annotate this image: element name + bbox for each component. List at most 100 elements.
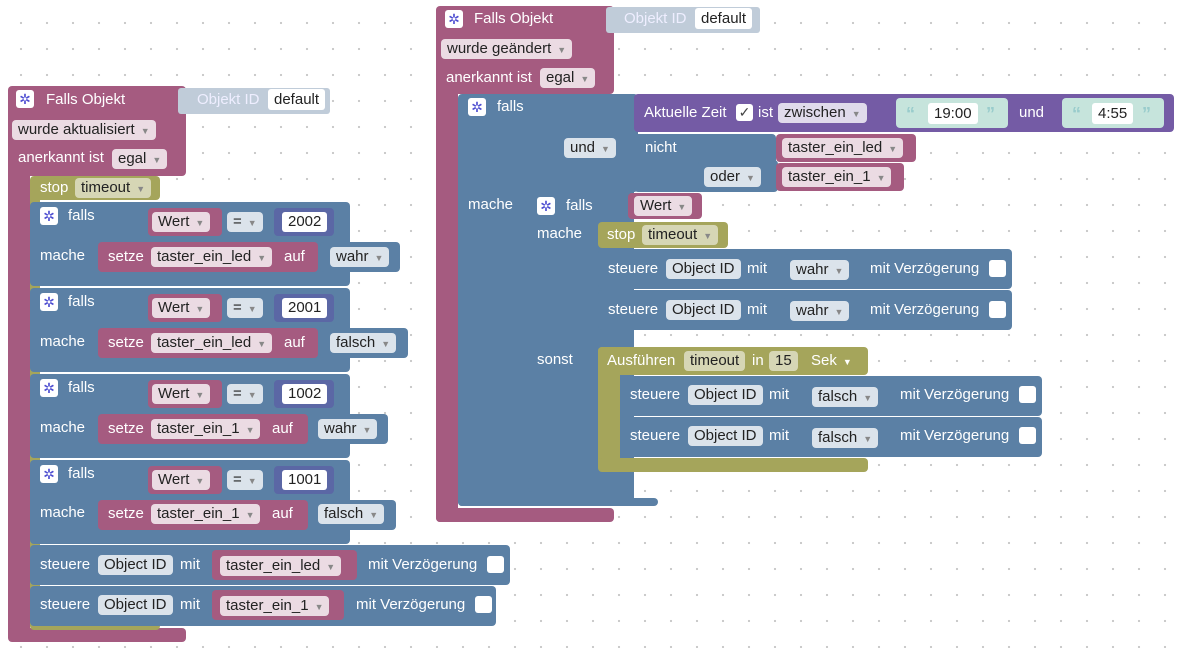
delay-checkbox[interactable] [989, 260, 1006, 277]
number-field[interactable]: 1001 [282, 470, 328, 490]
operator-dropdown[interactable]: =▼ [227, 384, 263, 404]
number-field[interactable]: 2002 [282, 212, 328, 232]
boolean-dropdown[interactable]: wahr▼ [790, 301, 850, 321]
gear-icon[interactable]: ✲ [16, 90, 34, 108]
range-dropdown[interactable]: zwischen▼ [778, 103, 867, 123]
operator-dropdown[interactable]: =▼ [227, 298, 263, 318]
delay-label: mit Verzögerung [356, 596, 466, 613]
delay-label: mit Verzögerung [900, 386, 1010, 403]
stop-label: stop [40, 179, 69, 196]
unit-dropdown[interactable]: Sek▼ [811, 352, 852, 369]
delay-checkbox[interactable] [475, 596, 492, 613]
object-id-field[interactable]: Object ID [688, 385, 763, 405]
not-label: nicht [645, 139, 677, 156]
stop-dropdown[interactable]: timeout▼ [642, 225, 719, 245]
ack-dropdown[interactable]: egal▼ [112, 149, 168, 169]
object-id-field[interactable]: Object ID [98, 555, 173, 575]
falls-label: falls [566, 197, 593, 214]
operator-dropdown[interactable]: =▼ [227, 470, 263, 490]
variable-dropdown[interactable]: taster_ein_1▼ [151, 419, 261, 439]
control-label: steuere [608, 260, 659, 277]
und-label: und [1019, 104, 1045, 121]
right-header: Falls Objekt [474, 10, 554, 27]
control-label: steuere [608, 301, 659, 318]
object-id-label: Objekt ID [624, 10, 687, 27]
object-id-field[interactable]: Object ID [666, 259, 741, 279]
mit-label: mit [180, 596, 200, 613]
chevron-down-icon: ▼ [140, 126, 150, 136]
time-label: Aktuelle Zeit [644, 104, 727, 121]
auf-label: auf [284, 248, 305, 265]
delay-checkbox[interactable] [1019, 427, 1036, 444]
gear-icon[interactable]: ✲ [537, 197, 555, 215]
object-id-field[interactable]: Object ID [98, 595, 173, 615]
object-id-label: Objekt ID [197, 91, 260, 108]
boolean-dropdown[interactable]: falsch▼ [318, 504, 385, 524]
object-id-field[interactable]: Object ID [688, 426, 763, 446]
trigger-dropdown[interactable]: wurde geändert▼ [441, 39, 573, 59]
control-label: steuere [630, 386, 681, 403]
chevron-down-icon: ▼ [136, 184, 146, 194]
boolean-dropdown[interactable]: falsch▼ [812, 387, 879, 407]
quote-icon: ” [1142, 104, 1151, 124]
stop-dropdown[interactable]: timeout▼ [75, 178, 152, 198]
delay-label: mit Verzögerung [900, 427, 1010, 444]
boolean-dropdown[interactable]: wahr▼ [790, 260, 850, 280]
gear-icon[interactable]: ✲ [40, 207, 58, 225]
quote-icon: “ [1072, 104, 1081, 124]
trigger-dropdown[interactable]: wurde aktualisiert▼ [12, 120, 156, 140]
time-to-field[interactable]: 4:55 [1092, 103, 1134, 124]
logic-op-dropdown[interactable]: oder▼ [704, 167, 761, 187]
quote-icon: “ [906, 104, 915, 124]
left-header: Falls Objekt [46, 91, 126, 108]
variable-dropdown[interactable]: taster_ein_1▼ [220, 596, 330, 616]
operator-dropdown[interactable]: =▼ [227, 212, 263, 232]
gear-icon[interactable]: ✲ [40, 379, 58, 397]
variable-dropdown[interactable]: Wert▼ [152, 298, 211, 318]
logic-op-dropdown[interactable]: und▼ [564, 138, 616, 158]
set-label: setze [108, 334, 144, 351]
falls-label: falls [68, 379, 95, 396]
gear-icon[interactable]: ✲ [468, 98, 486, 116]
boolean-dropdown[interactable]: wahr▼ [318, 419, 378, 439]
object-id-field[interactable]: default [268, 89, 326, 110]
exec-label: Ausführen [607, 352, 676, 369]
boolean-dropdown[interactable]: wahr▼ [330, 247, 390, 267]
delay-number-field[interactable]: 15 [769, 351, 798, 371]
delay-checkbox[interactable] [487, 556, 504, 573]
falls-label: falls [497, 98, 524, 115]
variable-dropdown[interactable]: Wert▼ [152, 384, 211, 404]
boolean-dropdown[interactable]: falsch▼ [812, 428, 879, 448]
auf-label: auf [272, 505, 293, 522]
time-from-field[interactable]: 19:00 [928, 103, 978, 124]
number-field[interactable]: 1002 [282, 384, 328, 404]
gear-icon[interactable]: ✲ [40, 293, 58, 311]
delay-checkbox[interactable] [989, 301, 1006, 318]
object-id-field[interactable]: Object ID [666, 300, 741, 320]
variable-dropdown[interactable]: Wert▼ [152, 212, 211, 232]
variable-dropdown[interactable]: taster_ein_led▼ [220, 556, 342, 576]
auf-label: auf [284, 334, 305, 351]
mache-label: mache [40, 247, 86, 264]
chevron-down-icon: ▼ [152, 155, 162, 165]
variable-dropdown[interactable]: taster_ein_led▼ [782, 138, 904, 158]
mache-label: mache [537, 225, 583, 242]
variable-dropdown[interactable]: Wert▼ [152, 470, 211, 490]
variable-dropdown[interactable]: Wert▼ [634, 196, 693, 216]
variable-dropdown[interactable]: taster_ein_led▼ [151, 333, 273, 353]
gear-icon[interactable]: ✲ [445, 10, 463, 28]
gear-icon[interactable]: ✲ [40, 465, 58, 483]
mit-label: mit [747, 260, 767, 277]
sonst-label: sonst [537, 351, 573, 368]
variable-dropdown[interactable]: taster_ein_1▼ [782, 167, 892, 187]
boolean-dropdown[interactable]: falsch▼ [330, 333, 397, 353]
number-field[interactable]: 2001 [282, 298, 328, 318]
timer-name-field[interactable]: timeout [684, 351, 746, 371]
delay-checkbox[interactable] [1019, 386, 1036, 403]
object-id-field[interactable]: default [695, 8, 753, 29]
ack-dropdown[interactable]: egal▼ [540, 68, 596, 88]
variable-dropdown[interactable]: taster_ein_1▼ [151, 504, 261, 524]
delay-label: mit Verzögerung [870, 301, 980, 318]
checkmark-icon[interactable]: ✓ [736, 104, 753, 121]
variable-dropdown[interactable]: taster_ein_led▼ [151, 247, 273, 267]
